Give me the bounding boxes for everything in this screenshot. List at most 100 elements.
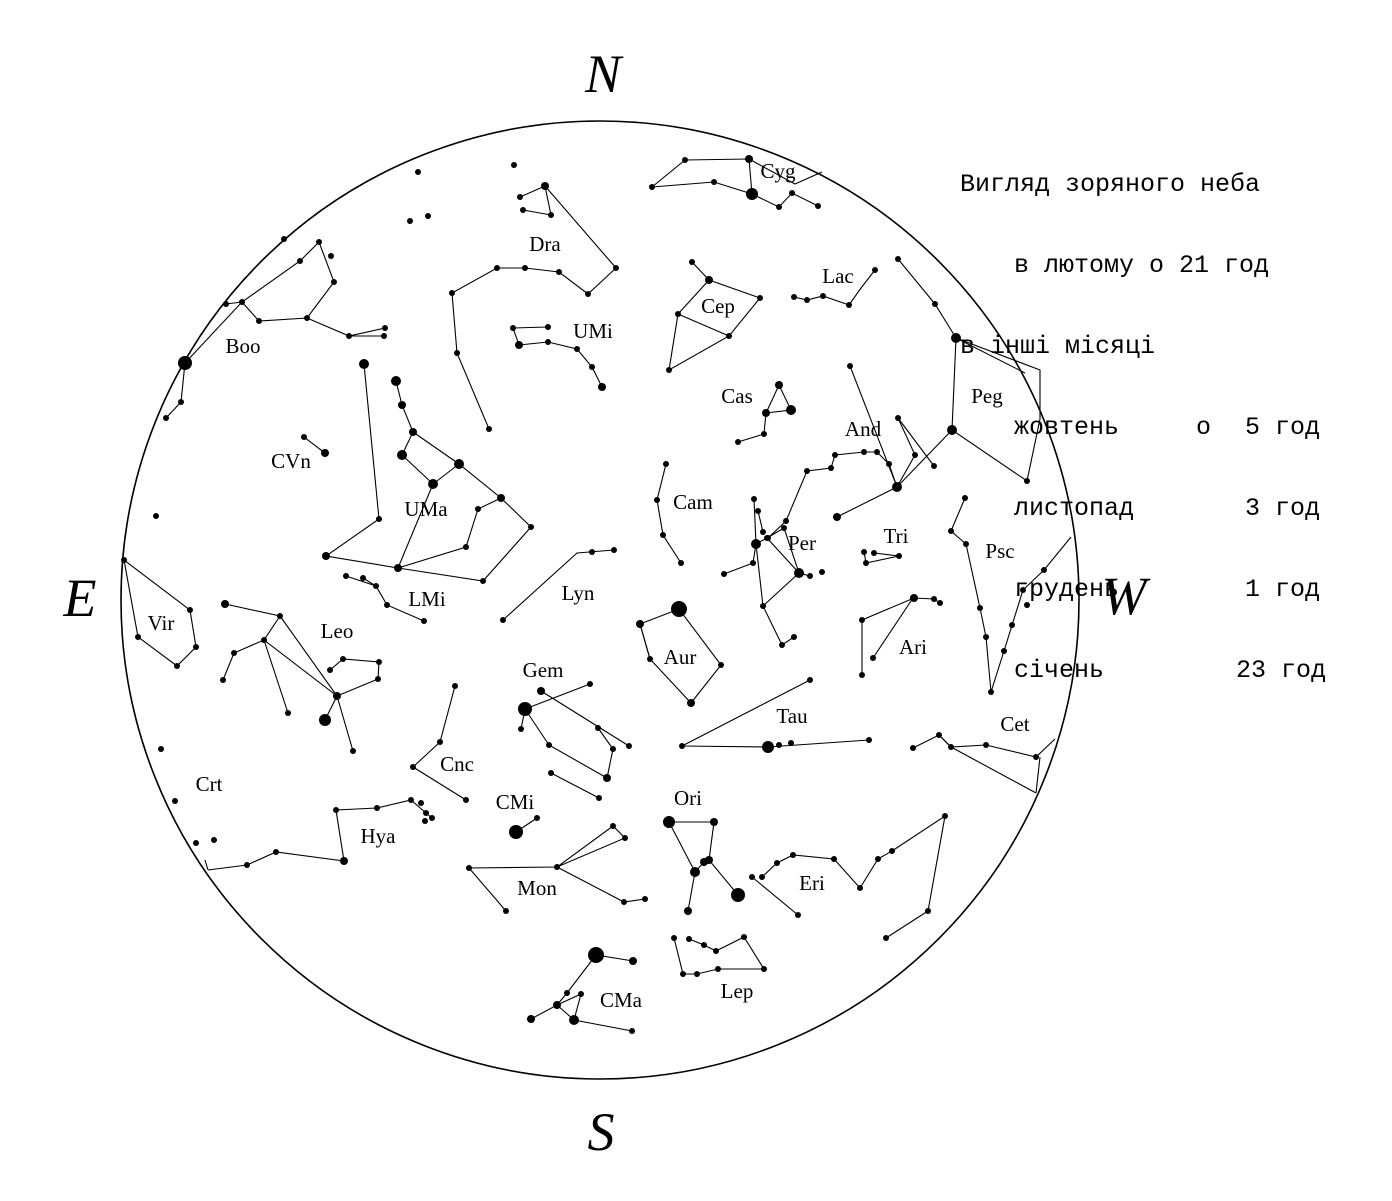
star bbox=[510, 325, 516, 331]
star bbox=[415, 169, 421, 175]
star bbox=[713, 948, 719, 954]
star bbox=[301, 434, 307, 440]
star bbox=[871, 550, 877, 556]
star bbox=[686, 936, 692, 942]
constellation-line bbox=[550, 772, 600, 799]
star bbox=[807, 573, 813, 579]
label-tau: Tau bbox=[776, 704, 808, 728]
star bbox=[327, 667, 333, 673]
star bbox=[680, 971, 686, 977]
star bbox=[779, 642, 785, 648]
star bbox=[522, 265, 528, 271]
star bbox=[554, 864, 560, 870]
label-psc: Psc bbox=[985, 539, 1014, 563]
star bbox=[861, 449, 867, 455]
star bbox=[486, 426, 492, 432]
star bbox=[610, 746, 616, 752]
star bbox=[866, 737, 872, 743]
star bbox=[285, 710, 291, 716]
constellation-line bbox=[639, 623, 651, 660]
star bbox=[735, 439, 741, 445]
star bbox=[721, 571, 727, 577]
star bbox=[509, 825, 523, 839]
constellation-line bbox=[681, 739, 870, 748]
star bbox=[689, 259, 695, 265]
star bbox=[666, 367, 672, 373]
star bbox=[847, 363, 853, 369]
star bbox=[545, 339, 551, 345]
star bbox=[410, 764, 416, 770]
constellation-line bbox=[204, 859, 209, 871]
star bbox=[527, 1015, 535, 1023]
label-ori: Ori bbox=[674, 786, 702, 810]
constellation-line bbox=[955, 337, 1026, 374]
star bbox=[588, 947, 604, 963]
label-cam: Cam bbox=[673, 490, 713, 514]
legend-subtitle: в лютому о 21 год bbox=[1014, 251, 1270, 280]
star bbox=[819, 569, 825, 575]
star bbox=[859, 617, 865, 623]
star bbox=[596, 795, 602, 801]
star bbox=[804, 468, 810, 474]
star bbox=[872, 267, 878, 273]
star bbox=[397, 450, 407, 460]
north-label: N bbox=[584, 44, 624, 104]
star bbox=[675, 311, 681, 317]
star bbox=[910, 594, 918, 602]
star bbox=[925, 908, 931, 914]
star bbox=[319, 714, 331, 726]
star bbox=[394, 564, 402, 572]
constellation-line bbox=[556, 954, 634, 1006]
star bbox=[316, 239, 322, 245]
horizon-circle bbox=[120, 120, 1080, 1080]
star bbox=[948, 528, 954, 534]
constellation-line bbox=[518, 341, 603, 388]
star bbox=[598, 383, 606, 391]
star bbox=[781, 525, 787, 531]
east-label: E bbox=[63, 568, 97, 628]
star bbox=[360, 575, 366, 581]
star bbox=[528, 524, 534, 530]
star bbox=[340, 656, 346, 662]
star bbox=[277, 613, 283, 619]
constellation-line bbox=[669, 821, 739, 896]
star bbox=[705, 276, 713, 284]
star bbox=[454, 459, 464, 469]
star bbox=[1009, 622, 1015, 628]
south-label: S bbox=[588, 1102, 615, 1162]
star bbox=[398, 401, 406, 409]
star bbox=[187, 607, 193, 613]
star bbox=[626, 743, 632, 749]
stars bbox=[121, 155, 1047, 1034]
star bbox=[629, 1028, 635, 1034]
star bbox=[962, 495, 968, 501]
constellation-line bbox=[324, 363, 434, 569]
star bbox=[611, 547, 617, 553]
star bbox=[701, 942, 707, 948]
star bbox=[172, 798, 178, 804]
star bbox=[333, 807, 339, 813]
legend-box: Вигляд зоряного неба в лютому о 21 год в… bbox=[960, 117, 1326, 711]
legend-sep bbox=[1196, 576, 1236, 603]
star bbox=[786, 405, 796, 415]
constellation-line bbox=[303, 436, 326, 454]
star bbox=[589, 549, 595, 555]
constellation-line bbox=[656, 463, 682, 564]
label-lmi: LMi bbox=[408, 587, 446, 611]
star bbox=[761, 431, 767, 437]
legend-title: Вигляд зоряного неба bbox=[960, 170, 1261, 199]
label-cyg: Cyg bbox=[760, 159, 796, 183]
label-cnc: Cnc bbox=[440, 752, 474, 776]
star bbox=[789, 190, 795, 196]
star bbox=[244, 862, 250, 868]
constellation-line bbox=[306, 317, 386, 337]
star bbox=[776, 204, 782, 210]
star bbox=[895, 415, 901, 421]
constellation-line bbox=[681, 679, 811, 747]
star bbox=[951, 333, 961, 343]
legend-sep bbox=[1196, 495, 1236, 522]
constellation-line bbox=[263, 639, 289, 714]
star bbox=[622, 835, 628, 841]
